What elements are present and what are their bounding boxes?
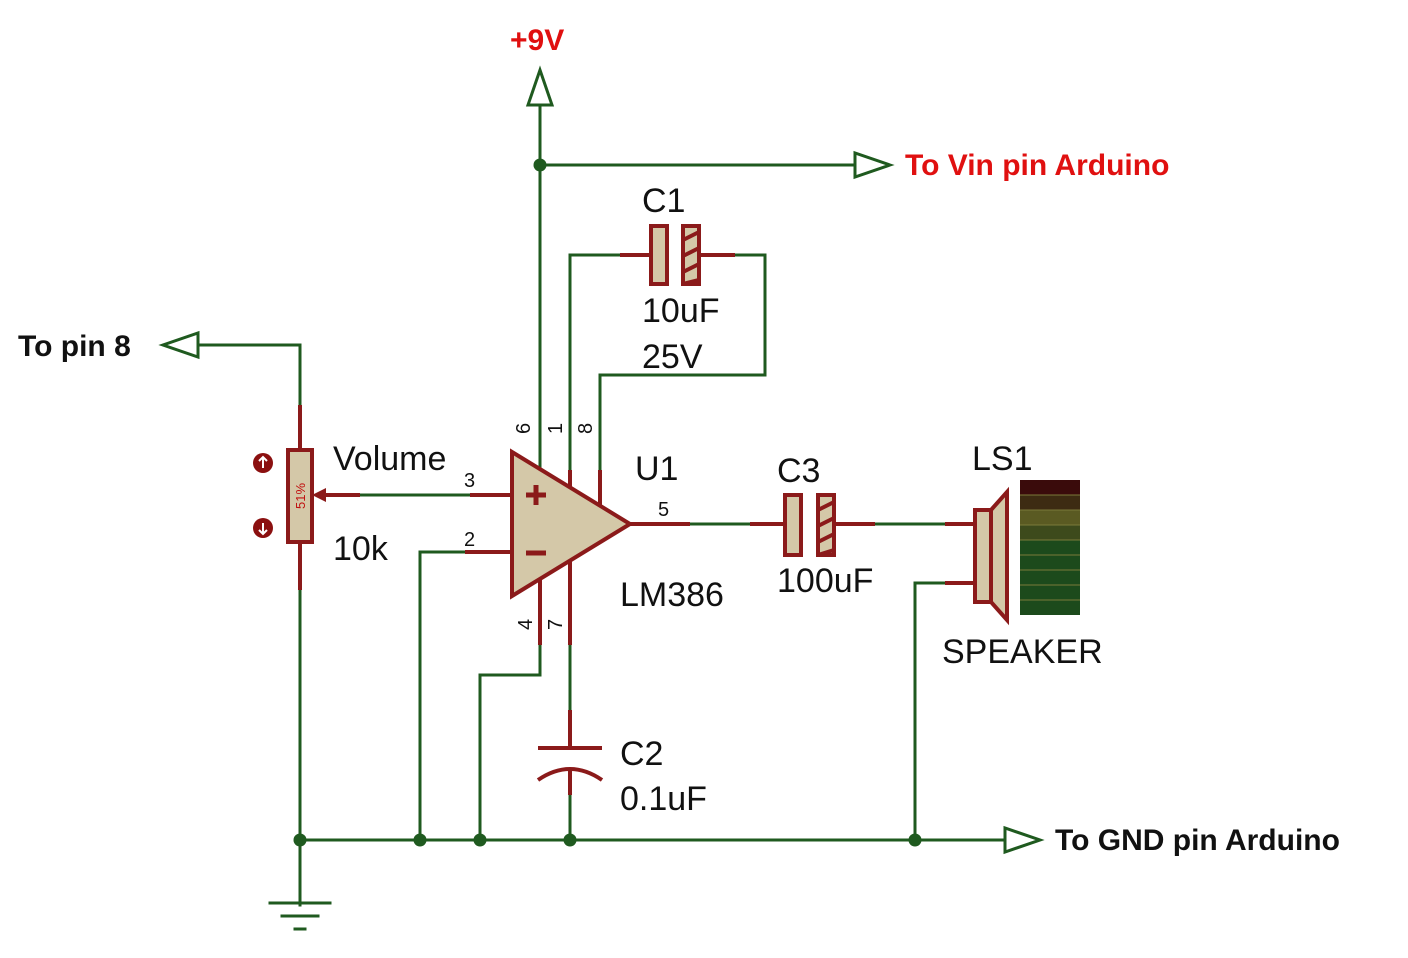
c3-plate-positive bbox=[783, 493, 803, 557]
c1-left-wire bbox=[568, 253, 640, 472]
ls1-ref-label: LS1 bbox=[972, 440, 1033, 478]
c1-voltage-label: 25V bbox=[642, 338, 703, 376]
potentiometer-volume: 51% bbox=[253, 405, 360, 590]
pin8-terminal-arrow bbox=[158, 330, 200, 360]
ls1-level-meter bbox=[1020, 480, 1080, 615]
capacitor-c2 bbox=[536, 710, 604, 795]
speaker-bottom-wire bbox=[913, 581, 947, 842]
ls1-coil bbox=[973, 508, 993, 604]
c2-ref-label: C2 bbox=[620, 735, 663, 773]
c3-hatch bbox=[817, 500, 835, 557]
vin-terminal-arrow bbox=[853, 150, 895, 180]
c3-ref-label: C3 bbox=[777, 452, 820, 490]
pin2-wire bbox=[418, 550, 512, 842]
junctions bbox=[293, 158, 922, 847]
level-bar bbox=[1020, 540, 1080, 555]
c2-value-label: 0.1uF bbox=[620, 780, 707, 818]
wires bbox=[196, 103, 1007, 907]
junction-dot bbox=[563, 833, 577, 847]
u1-ref-label: U1 bbox=[635, 450, 678, 488]
vin-net-label: To Vin pin Arduino bbox=[905, 149, 1169, 182]
level-bar bbox=[1020, 525, 1080, 540]
level-bar bbox=[1020, 555, 1080, 570]
level-bar bbox=[1020, 480, 1080, 495]
pot-wiper-arrow bbox=[312, 488, 326, 502]
gnd-terminal-arrow bbox=[1003, 825, 1045, 855]
u1-pin8-number: 8 bbox=[575, 423, 597, 434]
opamp-u1 bbox=[465, 448, 690, 645]
level-bar bbox=[1020, 570, 1080, 585]
u1-pin3-number: 3 bbox=[464, 470, 475, 492]
level-bar bbox=[1020, 600, 1080, 615]
u1-pin7-number: 7 bbox=[545, 619, 567, 630]
u1-pin4-number: 4 bbox=[515, 619, 537, 630]
ls1-type-label: SPEAKER bbox=[942, 633, 1103, 671]
junction-dot bbox=[473, 833, 487, 847]
pot-increase-arrow bbox=[258, 455, 268, 468]
vcc-terminal-arrow bbox=[525, 65, 555, 107]
capacitor-c3 bbox=[750, 493, 875, 557]
u1-triangle bbox=[510, 448, 634, 600]
pot-name-label: Volume bbox=[333, 440, 446, 478]
gnd-net-label: To GND pin Arduino bbox=[1055, 824, 1340, 857]
junction-dot bbox=[908, 833, 922, 847]
pin8-wire bbox=[196, 343, 302, 407]
speaker-ls1 bbox=[945, 480, 1080, 626]
level-bar bbox=[1020, 510, 1080, 525]
u1-plus-sign bbox=[526, 485, 546, 505]
c3-value-label: 100uF bbox=[777, 562, 873, 600]
junction-dot bbox=[293, 833, 307, 847]
level-bar bbox=[1020, 585, 1080, 600]
u1-pin5-number: 5 bbox=[658, 499, 669, 521]
pot-value-label: 10k bbox=[333, 530, 389, 568]
level-bar bbox=[1020, 495, 1080, 510]
u1-part-label: LM386 bbox=[620, 576, 724, 614]
c1-value-label: 10uF bbox=[642, 292, 720, 330]
c1-right-wire bbox=[598, 253, 767, 472]
vcc-label: +9V bbox=[510, 24, 564, 57]
c1-ref-label: C1 bbox=[642, 182, 685, 220]
pot-setting: 51% bbox=[293, 483, 308, 509]
u1-pin1-number: 1 bbox=[545, 423, 567, 434]
c1-hatch bbox=[682, 230, 700, 286]
c1-plate-positive bbox=[649, 224, 669, 286]
capacitor-c1 bbox=[620, 224, 735, 286]
u1-pin2-number: 2 bbox=[464, 529, 475, 551]
ls1-cone bbox=[989, 486, 1009, 626]
terminals bbox=[158, 65, 1045, 855]
junction-dot bbox=[413, 833, 427, 847]
junction-dot bbox=[533, 158, 547, 172]
pin4-wire bbox=[478, 643, 542, 842]
ground-symbol bbox=[268, 901, 332, 931]
pin8-net-label: To pin 8 bbox=[18, 330, 131, 363]
labels: +9V To Vin pin Arduino To pin 8 To GND p… bbox=[18, 24, 1340, 857]
pot-decrease-arrow bbox=[258, 523, 268, 536]
level-meter-dividers bbox=[1020, 494, 1080, 601]
u1-pin6-number: 6 bbox=[513, 423, 535, 434]
